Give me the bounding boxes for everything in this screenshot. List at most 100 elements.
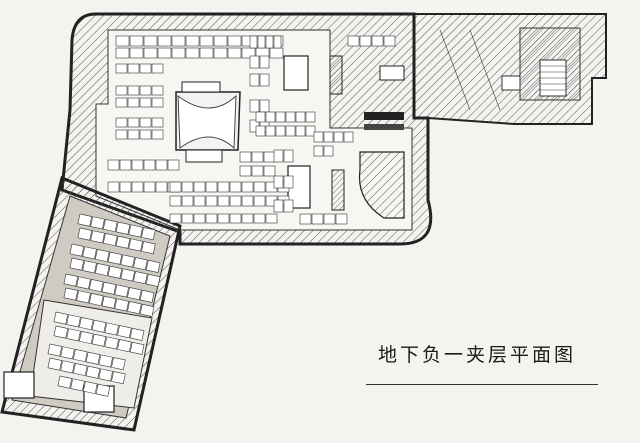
parking-stall bbox=[128, 224, 143, 238]
parking-stall bbox=[343, 131, 354, 143]
parking-stall bbox=[88, 293, 104, 307]
parking-stall bbox=[251, 165, 264, 177]
parking-stall bbox=[253, 213, 266, 224]
parking-stall bbox=[259, 99, 270, 113]
core-stair-north bbox=[283, 55, 309, 91]
parking-stall bbox=[227, 47, 242, 59]
parking-stall bbox=[253, 181, 266, 193]
parking-stall bbox=[88, 279, 104, 293]
parking-stall bbox=[119, 181, 132, 193]
parking-stall bbox=[107, 251, 123, 265]
parking-stall bbox=[251, 151, 264, 163]
parking-stall bbox=[94, 263, 110, 277]
parking-stall bbox=[139, 63, 152, 74]
parking-stall bbox=[185, 35, 200, 47]
parking-stall bbox=[107, 181, 120, 193]
parking-stall bbox=[273, 149, 284, 163]
parking-stall bbox=[139, 117, 152, 128]
parking-stall bbox=[117, 325, 132, 339]
parking-stall bbox=[205, 195, 218, 207]
parking-stall bbox=[229, 195, 242, 207]
parking-stall bbox=[127, 63, 140, 74]
parking-stall bbox=[53, 325, 69, 339]
parking-stall bbox=[120, 268, 135, 282]
parking-stall bbox=[107, 265, 123, 279]
parking-stall bbox=[47, 357, 63, 371]
parking-stall bbox=[91, 319, 107, 333]
parking-stall bbox=[213, 35, 228, 47]
parking-stall bbox=[167, 159, 180, 171]
parking-stall bbox=[115, 129, 128, 140]
parking-stall bbox=[91, 333, 107, 347]
vehicle-ramp bbox=[358, 151, 405, 219]
parking-stall bbox=[241, 213, 254, 224]
parking-stall bbox=[181, 213, 194, 224]
parking-stall bbox=[323, 131, 334, 143]
parking-stall bbox=[311, 213, 324, 225]
parking-stall bbox=[257, 35, 266, 49]
parking-stall bbox=[72, 363, 88, 377]
parking-stall bbox=[265, 111, 276, 123]
parking-stall bbox=[151, 97, 164, 108]
parking-stall bbox=[143, 47, 158, 59]
parking-stall bbox=[253, 195, 266, 207]
parking-stall bbox=[259, 55, 270, 69]
atrium-escalator-south bbox=[185, 149, 223, 163]
parking-stall bbox=[63, 273, 79, 287]
parking-stall bbox=[273, 199, 284, 213]
parking-stall bbox=[151, 117, 164, 128]
parking-stall bbox=[171, 47, 186, 59]
parking-stall bbox=[249, 73, 260, 87]
parking-stall bbox=[101, 281, 117, 295]
parking-stall bbox=[323, 145, 334, 157]
parking-stall bbox=[283, 175, 294, 189]
parking-stall bbox=[217, 195, 230, 207]
parking-stall bbox=[335, 213, 348, 225]
parking-stall bbox=[133, 257, 148, 271]
vertical-cores bbox=[3, 55, 405, 413]
parking-stall bbox=[275, 111, 286, 123]
parking-stall bbox=[185, 47, 200, 59]
parking-stall bbox=[78, 317, 94, 331]
parking-stall bbox=[155, 159, 168, 171]
parking-stall bbox=[371, 35, 384, 47]
parking-stall bbox=[129, 327, 145, 341]
parking-stall bbox=[131, 181, 144, 193]
parking-stall bbox=[265, 35, 274, 49]
parking-stall bbox=[120, 254, 135, 268]
core-lift-north bbox=[329, 55, 343, 95]
parking-stall bbox=[241, 47, 256, 59]
parking-stall bbox=[127, 287, 142, 301]
parking-stall bbox=[259, 73, 270, 87]
parking-stall bbox=[129, 341, 145, 355]
parking-stall bbox=[171, 35, 186, 47]
parking-stall bbox=[205, 213, 218, 224]
parking-stall bbox=[115, 235, 131, 249]
parking-stall bbox=[139, 97, 152, 108]
parking-stall bbox=[241, 181, 254, 193]
parking-stall bbox=[139, 303, 155, 317]
parking-stall bbox=[181, 195, 194, 207]
parking-stall bbox=[241, 195, 254, 207]
parking-stall bbox=[139, 289, 155, 303]
parking-stall bbox=[101, 295, 117, 309]
parking-stalls bbox=[47, 35, 396, 397]
parking-stall bbox=[78, 331, 94, 345]
parking-stall bbox=[107, 159, 120, 171]
parking-stall bbox=[85, 365, 101, 379]
parking-stall bbox=[98, 354, 113, 368]
parking-stall bbox=[131, 159, 144, 171]
parking-stall bbox=[82, 260, 97, 274]
parking-stall bbox=[273, 35, 282, 49]
drawing-title: 地下负一夹层平面图 bbox=[378, 344, 577, 366]
parking-stall bbox=[69, 257, 85, 271]
parking-stall bbox=[313, 131, 324, 143]
parking-stall bbox=[66, 328, 81, 342]
parking-stall bbox=[115, 117, 128, 128]
parking-stall bbox=[85, 351, 101, 365]
parking-stall bbox=[102, 233, 118, 247]
parking-stall bbox=[70, 378, 85, 392]
parking-stall bbox=[119, 159, 132, 171]
parking-stall bbox=[199, 47, 214, 59]
parking-stall bbox=[145, 259, 161, 273]
